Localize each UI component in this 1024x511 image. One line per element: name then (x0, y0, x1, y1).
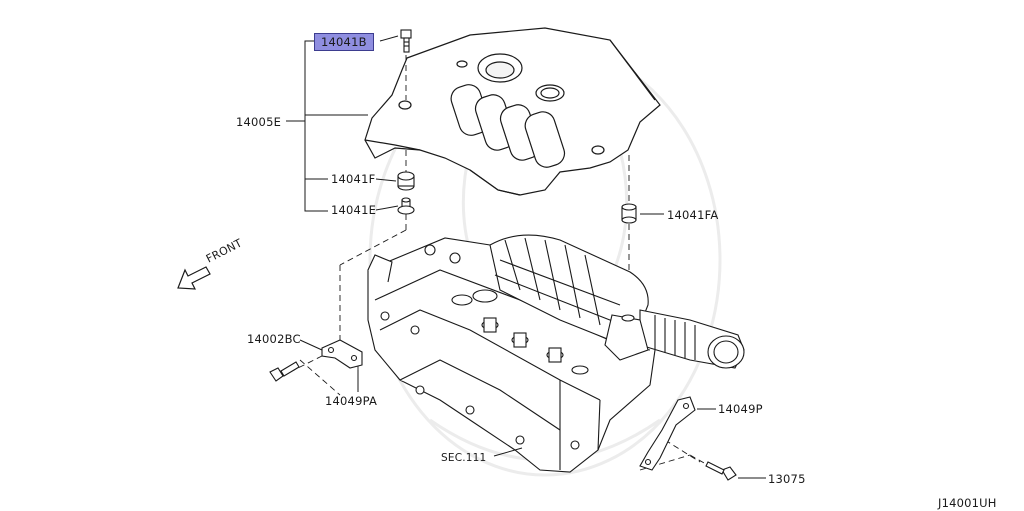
engine-cover (364, 27, 661, 196)
section-ref-111[interactable]: SEC.111 (441, 452, 487, 464)
part-label-14005e[interactable]: 14005E (236, 115, 282, 129)
part-label-14041f[interactable]: 14041F (331, 172, 376, 186)
part-label-14041fa[interactable]: 14041FA (667, 208, 719, 222)
part-label-14041e[interactable]: 14041E (331, 203, 377, 217)
part-label-14041b[interactable]: 14041B (314, 33, 374, 51)
bracket-14049pa (321, 339, 363, 369)
intake-manifold (489, 234, 745, 369)
bolt-14002bc (269, 361, 300, 382)
bolt-13075 (705, 461, 737, 481)
insulator-14041fa (621, 203, 637, 224)
bolt-14041b (400, 29, 412, 53)
front-arrow-icon (177, 266, 211, 290)
grommet-14041f (397, 171, 415, 191)
part-label-14049pa[interactable]: 14049PA (325, 394, 378, 408)
part-label-14049p[interactable]: 14049P (718, 402, 763, 416)
leader-lines (286, 35, 766, 479)
part-label-13075[interactable]: 13075 (768, 472, 806, 486)
part-label-14002bc[interactable]: 14002BC (247, 332, 301, 346)
diagram-code: J14001UH (938, 496, 997, 510)
bracket-14049p (639, 396, 696, 471)
insulator-14041e (397, 197, 415, 215)
